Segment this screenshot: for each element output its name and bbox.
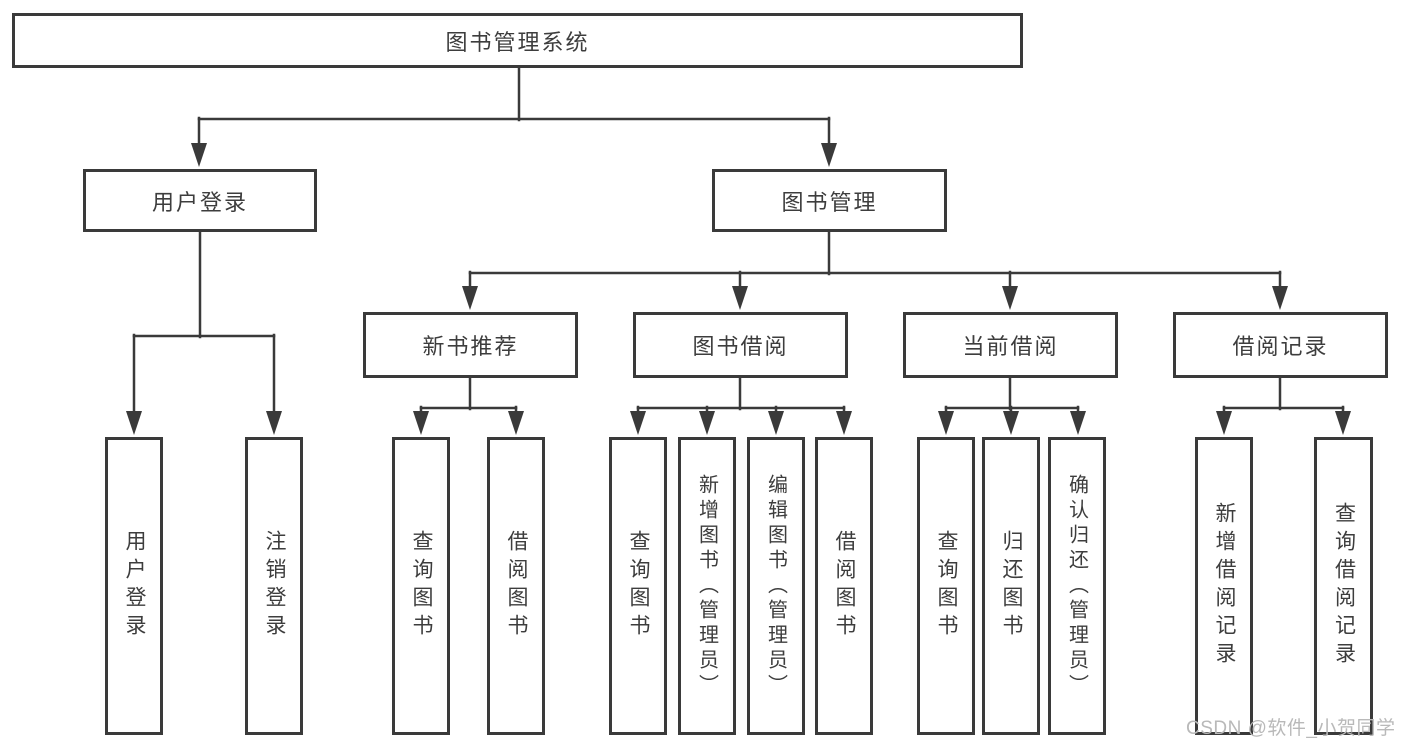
leaf-confirm-return-admin: 确认归还（管理员） <box>1048 437 1106 735</box>
node-new-book-recommend: 新书推荐 <box>363 312 578 378</box>
leaf-user-login: 用户登录 <box>105 437 163 735</box>
node-borrowing-records: 借阅记录 <box>1173 312 1388 378</box>
csdn-watermark: CSDN @软件_小贺同学 <box>1186 718 1396 739</box>
node-current-borrowing: 当前借阅 <box>903 312 1118 378</box>
node-book-borrowing: 图书借阅 <box>633 312 848 378</box>
leaf-borrow-books-borrowing: 借阅图书 <box>815 437 873 735</box>
leaf-return-book: 归还图书 <box>982 437 1040 735</box>
leaf-logout: 注销登录 <box>245 437 303 735</box>
leaf-query-books-borrowing: 查询图书 <box>609 437 667 735</box>
leaf-query-books-current: 查询图书 <box>917 437 975 735</box>
leaf-add-borrow-record: 新增借阅记录 <box>1195 437 1253 735</box>
leaf-add-book-admin: 新增图书（管理员） <box>678 437 736 735</box>
leaf-query-books-recommend: 查询图书 <box>392 437 450 735</box>
leaf-edit-book-admin: 编辑图书（管理员） <box>747 437 805 735</box>
node-book-management: 图书管理 <box>712 169 947 232</box>
leaf-borrow-books-recommend: 借阅图书 <box>487 437 545 735</box>
leaf-query-borrow-record: 查询借阅记录 <box>1314 437 1373 735</box>
node-root-system: 图书管理系统 <box>12 13 1023 68</box>
node-user-login: 用户登录 <box>83 169 317 232</box>
